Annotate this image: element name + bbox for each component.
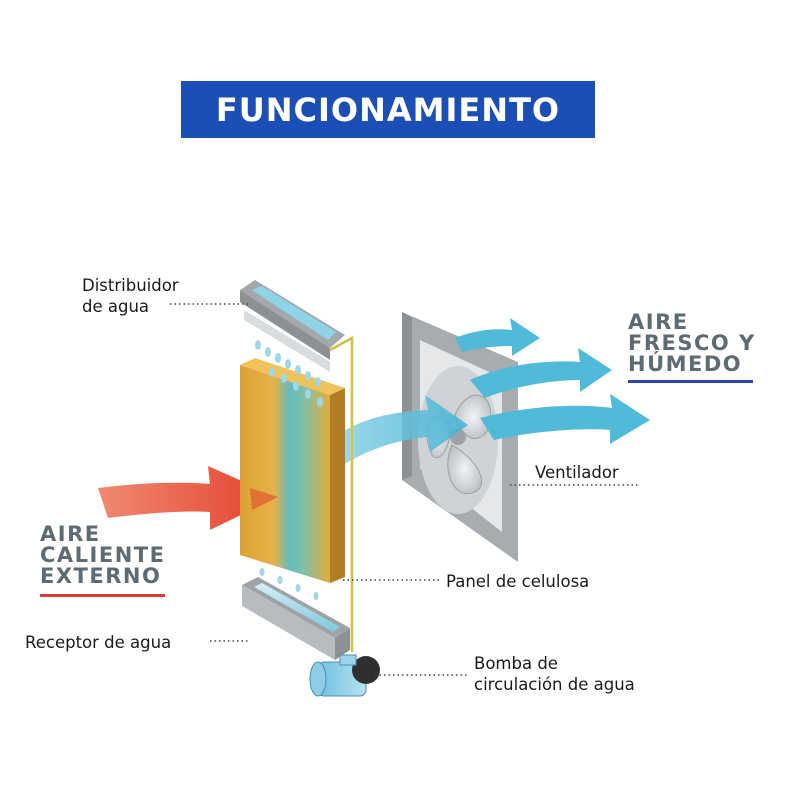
hot-air-line1: AIRE: [40, 522, 101, 546]
hot-air-arrow: [98, 466, 278, 530]
hot-air-label: AIRE CALIENTE EXTERNO: [40, 524, 165, 587]
label-distribuidor-line1: Distribuidor: [82, 276, 179, 295]
fresh-air-label: AIRE FRESCO Y HÚMEDO: [628, 312, 756, 375]
hot-air-entry: [250, 488, 278, 510]
hot-air-underline: [40, 594, 165, 597]
label-distribuidor-line2: de agua: [82, 297, 150, 316]
fresh-air-line1: AIRE: [628, 310, 689, 334]
fresh-air-underline: [628, 380, 753, 383]
label-bomba: Bomba de circulación de agua: [474, 653, 635, 695]
fresh-air-arrows: [455, 318, 650, 444]
label-bomba-line1: Bomba de: [474, 654, 558, 673]
title-banner: FUNCIONAMIENTO: [181, 81, 595, 138]
water-receptor: [242, 577, 350, 660]
fresh-air-line3: HÚMEDO: [628, 352, 743, 376]
page-title: FUNCIONAMIENTO: [215, 90, 561, 129]
water-pump: [309, 654, 380, 697]
water-drops-top: [255, 340, 323, 407]
hot-air-line3: EXTERNO: [40, 564, 162, 588]
water-distributor: [240, 280, 345, 372]
label-distribuidor: Distribuidor de agua: [82, 275, 179, 317]
fresh-air-line2: FRESCO Y: [628, 331, 756, 355]
label-panel: Panel de celulosa: [446, 572, 590, 591]
leader-lines: [170, 303, 640, 676]
label-ventilador: Ventilador: [535, 463, 619, 482]
cool-air-flow: [330, 395, 468, 470]
cellulose-panel: [240, 358, 345, 583]
label-bomba-line2: circulación de agua: [474, 675, 635, 694]
hot-air-line2: CALIENTE: [40, 543, 166, 567]
label-receptor: Receptor de agua: [25, 633, 172, 652]
